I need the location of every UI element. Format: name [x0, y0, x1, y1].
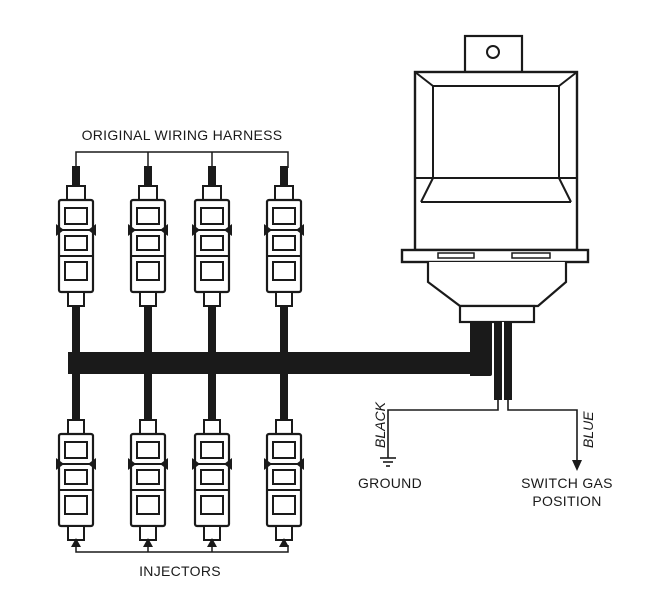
- output-cable: [387, 322, 578, 462]
- harness-bracket: [75, 151, 289, 168]
- switch-label-line1: SWITCH GAS: [521, 475, 613, 491]
- blue-wire-label: BLUE: [580, 411, 596, 448]
- lower-connector-4: [262, 418, 306, 542]
- injectors-label: INJECTORS: [139, 563, 221, 579]
- harness-label: ORIGINAL WIRING HARNESS: [82, 127, 283, 143]
- switch-label-line2: POSITION: [532, 493, 601, 509]
- ground-icon: [380, 457, 396, 467]
- upper-connector-3: [190, 164, 234, 308]
- harness-trunk: [68, 300, 492, 428]
- emulator-module: [400, 34, 590, 324]
- ground-label: GROUND: [358, 475, 422, 491]
- lower-connector-1: [54, 418, 98, 542]
- black-wire-label: BLACK: [372, 401, 388, 448]
- lower-connector-2: [126, 418, 170, 542]
- lower-connector-3: [190, 418, 234, 542]
- upper-connector-4: [262, 164, 306, 308]
- upper-connector-2: [126, 164, 170, 308]
- upper-connector-1: [54, 164, 98, 308]
- injectors-bracket: [71, 538, 289, 553]
- arrow-down-icon: [572, 460, 582, 471]
